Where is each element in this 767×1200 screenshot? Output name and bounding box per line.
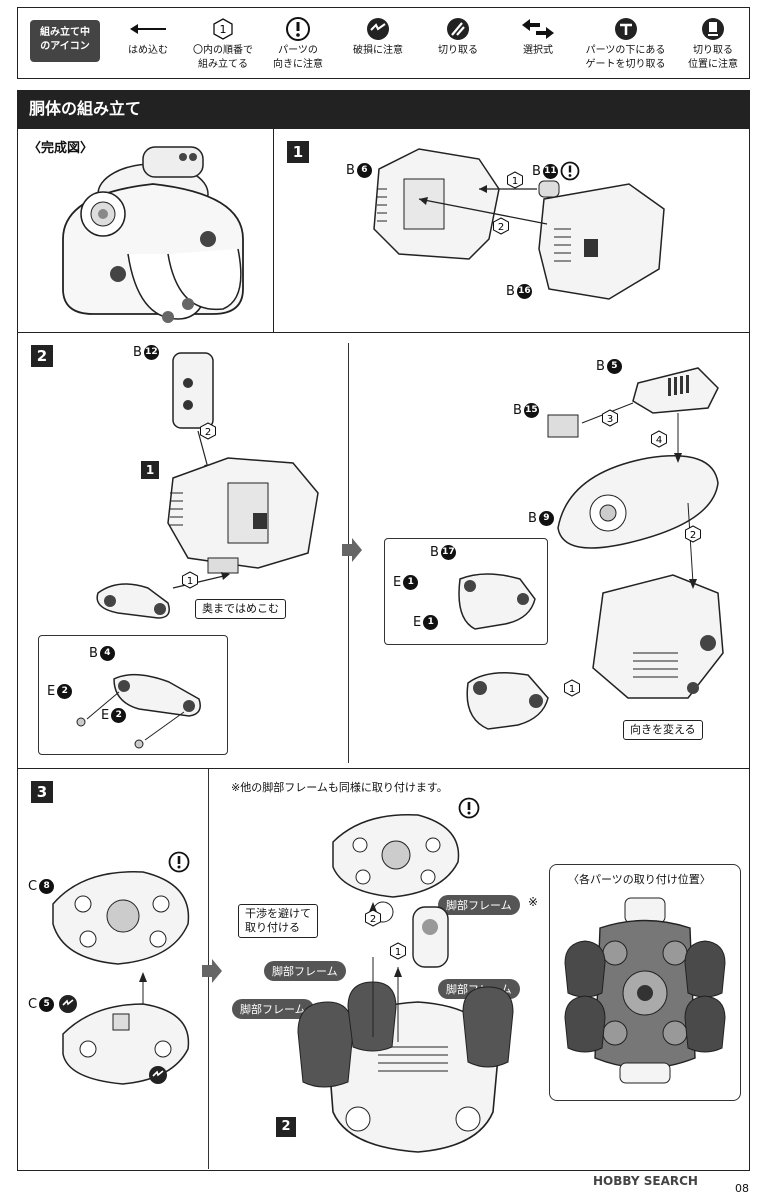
note-avoid-interference: 干渉を避けて 取り付ける (238, 904, 318, 938)
order-hexagon-2: 2 (493, 217, 509, 235)
b4-detail-illustration (76, 673, 201, 749)
step-3-caption: ※他の脚部フレームも同様に取り付けます。 (231, 781, 448, 794)
step-3-left-illustration (52, 871, 190, 1085)
step-number: 1 (287, 141, 309, 163)
step-1-illustration (373, 148, 665, 300)
svg-text:3: 3 (607, 414, 613, 425)
svg-text:1: 1 (395, 947, 401, 958)
ref-step-number: 2 (276, 1117, 296, 1137)
svg-text:2: 2 (690, 530, 696, 541)
step-number: 3 (31, 781, 53, 803)
legend-item-cut-position: 切り取る 位置に注意 (678, 14, 748, 72)
svg-text:1: 1 (569, 684, 575, 695)
completed-view-panel: 〈完成図〉 (17, 128, 274, 333)
order-hexagon-2: 2 (685, 525, 701, 543)
b17-part-illustration (466, 672, 549, 730)
legend-item-breakage: 破損に注意 (343, 14, 413, 58)
order-hexagon-1: 1 (182, 571, 198, 589)
step-3-center-illustration (297, 813, 514, 1153)
svg-text:1: 1 (220, 23, 227, 36)
broken-part-icon (367, 18, 389, 40)
note-push-fully: 奥まではめこむ (195, 599, 286, 619)
legend-item-direction: パーツの 向きに注意 (263, 14, 333, 72)
legend-item-order: 1 〇内の順番で 組み立てる (183, 14, 263, 72)
order-hexagon-1: 1 (390, 942, 406, 960)
double-arrow-icon (522, 19, 554, 39)
exclamation-icon (286, 17, 310, 41)
left-arrow-icon (130, 24, 166, 34)
svg-text:4: 4 (656, 435, 662, 446)
ref-step-number: 1 (141, 461, 159, 479)
legend-item-press-in: はめ込む (113, 14, 183, 58)
tag-leg-frame-bottom: 脚部フレーム (232, 999, 314, 1019)
section-header: 胴体の組み立て (17, 90, 750, 128)
b17-detail-illustration (458, 573, 536, 630)
exclamation-icon (560, 161, 580, 181)
legend-item-under-gate: パーツの下にある ゲートを切り取る (578, 14, 673, 72)
exclamation-icon (168, 851, 190, 873)
legend-title: 組み立て中 のアイコン (30, 20, 100, 62)
completed-body-illustration (62, 146, 244, 323)
svg-text:2: 2 (498, 222, 504, 233)
broken-part-icon (149, 1066, 167, 1084)
next-arrow-icon (202, 959, 222, 983)
under-gate-cut-icon (614, 18, 637, 40)
legend-item-selectable: 選択式 (503, 14, 573, 58)
order-hexagon-3: 3 (602, 409, 618, 427)
order-hexagon-1: 1 (507, 171, 523, 189)
svg-text:1: 1 (512, 176, 518, 187)
note-change-direction: 向きを変える (623, 720, 703, 740)
svg-text:1: 1 (187, 576, 193, 587)
legend-item-cut: 切り取る (423, 14, 493, 58)
leg-frame-mark: ※ (528, 895, 539, 909)
step-2-right-illustration (547, 367, 724, 699)
step-number: 2 (31, 345, 53, 367)
svg-text:2: 2 (205, 427, 211, 438)
order-hexagon-4: 4 (651, 430, 667, 448)
exclamation-icon (458, 797, 480, 819)
position-detail-illustration (564, 897, 726, 1084)
watermark-brand: HOBBY SEARCH (593, 1174, 698, 1188)
page-number: 08 (735, 1182, 749, 1195)
cutter-icon (447, 18, 469, 40)
next-arrow-icon (342, 538, 362, 562)
order-hexagon-2: 2 (365, 909, 381, 927)
position-detail-title: 〈各パーツの取り付け位置〉 (568, 873, 711, 886)
svg-text:2: 2 (370, 914, 376, 925)
broken-part-icon (59, 995, 77, 1013)
completed-view-title: 〈完成図〉 (28, 141, 94, 156)
icon-legend: 組み立て中 のアイコン はめ込む 1 〇内の順番で 組み立てる パーツの 向きに… (17, 7, 750, 79)
cut-position-icon (702, 18, 724, 40)
tag-leg-frame-left: 脚部フレーム (264, 961, 346, 981)
tag-leg-frame-top: 脚部フレーム (438, 895, 520, 915)
numbered-hexagon-icon: 1 (213, 18, 233, 40)
step-2-left-illustration (96, 352, 319, 619)
order-hexagon-1: 1 (564, 679, 580, 697)
position-detail-box: 〈各パーツの取り付け位置〉 (549, 864, 741, 1101)
order-hexagon-2: 2 (200, 422, 216, 440)
